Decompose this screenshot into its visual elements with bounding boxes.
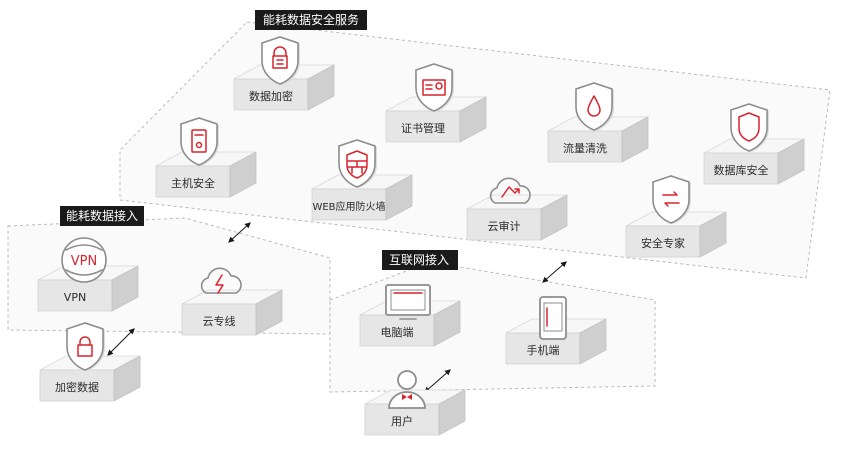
svg-text:云专线: 云专线 [203, 314, 236, 328]
node-db-security[interactable]: 数据库安全 [703, 103, 805, 185]
svg-text:WEB应用防火墙: WEB应用防火墙 [312, 200, 385, 213]
shield-lock-icon [66, 322, 105, 371]
node-data-encrypt[interactable]: 数据加密 [233, 36, 335, 111]
connector-arrow [542, 261, 567, 283]
svg-text:电脑端: 电脑端 [381, 326, 414, 339]
svg-text:主机安全: 主机安全 [171, 176, 215, 190]
svg-text:流量清洗: 流量清洗 [563, 141, 607, 155]
zone-tag-data-access: 能耗数据接入 [60, 206, 144, 226]
svg-text:证书管理: 证书管理 [401, 121, 445, 135]
cloud-audit-icon [489, 177, 531, 204]
node-mobile[interactable]: 手机端 [505, 296, 607, 365]
svg-text:VPN: VPN [71, 254, 97, 269]
svg-text:能耗数据安全服务: 能耗数据安全服务 [263, 12, 359, 27]
connector-arrow [424, 369, 451, 393]
svg-text:用户: 用户 [391, 414, 413, 428]
node-traffic-clean[interactable]: 流量清洗 [547, 82, 649, 163]
shield-refresh-icon [652, 175, 691, 224]
svg-text:云审计: 云审计 [488, 219, 521, 233]
zone-tag-security-services: 能耗数据安全服务 [255, 10, 367, 30]
connector-arrow [107, 328, 135, 356]
svg-text:互联网接入: 互联网接入 [389, 252, 449, 267]
zone-tag-internet-access: 互联网接入 [382, 250, 458, 270]
shield-firewall-icon [338, 139, 377, 188]
node-encrypted-data[interactable]: 加密数据 [39, 322, 141, 402]
svg-text:手机端: 手机端 [527, 343, 560, 357]
node-vpn[interactable]: VPN VPN [37, 237, 139, 312]
node-cloud-line[interactable]: 云专线 [181, 267, 283, 336]
svg-text:能耗数据接入: 能耗数据接入 [66, 208, 138, 223]
svg-text:VPN: VPN [64, 291, 86, 304]
smartphone-icon [539, 296, 567, 340]
shield-database-icon [730, 103, 769, 152]
node-user[interactable]: 用户 [364, 370, 466, 436]
user-avatar-icon [388, 370, 426, 409]
connector-arrow [228, 222, 251, 243]
svg-text:安全专家: 安全专家 [641, 236, 685, 250]
node-security-expert[interactable]: 安全专家 [625, 175, 727, 258]
svg-text:数据库安全: 数据库安全 [714, 163, 769, 177]
shield-server-icon [180, 117, 219, 166]
node-pc[interactable]: 电脑端 [359, 284, 461, 347]
node-cloud-audit[interactable]: 云审计 [466, 177, 568, 241]
shield-lock-icon [261, 36, 300, 85]
shield-water-drop-icon [575, 82, 614, 131]
node-waf[interactable]: WEB应用防火墙 [311, 139, 413, 221]
node-host-security[interactable]: 主机安全 [155, 117, 257, 198]
node-cert-mgmt[interactable]: 证书管理 [385, 63, 487, 143]
vpn-globe-icon: VPN [61, 237, 107, 283]
cloud-lightning-icon [200, 267, 242, 294]
svg-text:加密数据: 加密数据 [55, 380, 99, 394]
svg-text:数据加密: 数据加密 [249, 89, 293, 103]
monitor-icon [385, 284, 431, 320]
shield-certificate-icon [415, 63, 454, 112]
